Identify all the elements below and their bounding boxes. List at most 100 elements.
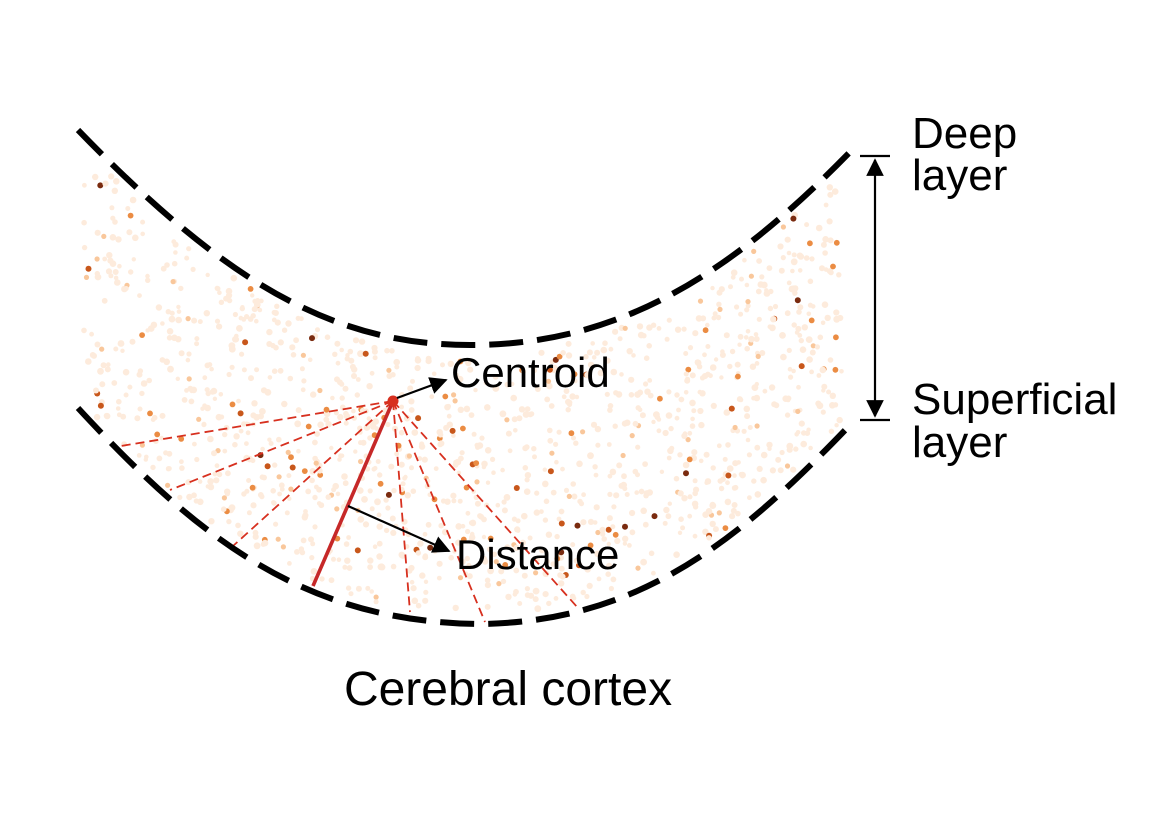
cell-dot xyxy=(406,453,412,459)
cell-dot xyxy=(815,224,823,232)
cell-dot xyxy=(171,260,178,267)
cell-dot xyxy=(451,392,457,398)
cell-dot xyxy=(698,458,704,464)
cell-dot xyxy=(351,373,357,379)
cell-dot xyxy=(542,570,550,578)
cell-dot xyxy=(705,344,711,349)
cell-dot xyxy=(573,440,579,446)
cell-dot xyxy=(411,429,419,436)
cell-dot xyxy=(580,589,586,596)
cell-dot xyxy=(253,301,261,308)
cell-dot xyxy=(103,412,110,419)
cell-dot xyxy=(524,444,530,450)
cell-dot xyxy=(662,429,669,437)
cell-dot xyxy=(286,473,292,479)
cell-dot xyxy=(218,392,224,397)
cell-dot xyxy=(779,332,786,339)
cell-dot xyxy=(109,234,117,241)
cell-dot xyxy=(465,510,471,516)
cell-dot xyxy=(155,304,163,311)
cell-dot xyxy=(822,250,828,256)
cell-dot xyxy=(621,473,627,480)
cell-dot xyxy=(140,231,145,237)
cell-dot xyxy=(685,437,691,443)
cell-dot xyxy=(436,575,442,581)
cell-dot xyxy=(612,531,619,538)
cell-dot xyxy=(784,236,791,243)
cell-dot xyxy=(546,600,552,607)
cell-dot xyxy=(827,357,834,363)
cell-dot xyxy=(201,422,207,428)
cell-dot xyxy=(620,452,626,459)
cell-dot xyxy=(253,414,260,421)
cell-dot xyxy=(342,564,348,570)
cell-dot xyxy=(457,406,464,413)
cell-dot xyxy=(754,491,762,498)
cell-dot xyxy=(640,558,647,566)
cell-dot xyxy=(704,480,709,485)
cell-dot xyxy=(308,536,314,543)
cell-dot xyxy=(218,299,225,305)
cell-dot xyxy=(678,516,684,522)
cell-dot xyxy=(271,500,277,506)
cell-dot xyxy=(136,371,143,378)
cell-dot xyxy=(134,415,141,422)
cell-dot xyxy=(444,404,451,411)
cell-dot xyxy=(450,492,457,499)
cell-dot xyxy=(594,550,601,557)
cell-dot xyxy=(170,279,176,285)
cell-dot xyxy=(299,316,304,322)
cell-dot xyxy=(394,451,400,457)
cell-dot xyxy=(253,542,261,550)
cell-dot xyxy=(373,594,379,600)
cell-dot xyxy=(777,243,784,250)
cell-dot xyxy=(809,256,815,262)
cell-dot xyxy=(455,523,463,530)
cell-dot xyxy=(720,476,726,483)
cell-dot xyxy=(181,397,188,403)
cell-dot xyxy=(355,377,361,382)
cell-dot xyxy=(814,344,821,350)
cell-dot xyxy=(277,367,284,374)
cell-dot xyxy=(769,324,776,332)
cell-dot xyxy=(738,311,744,317)
cell-dot xyxy=(312,439,318,446)
cell-dot xyxy=(687,345,694,351)
cell-dot xyxy=(385,505,391,511)
cell-dot xyxy=(631,353,636,358)
cell-dot xyxy=(732,460,739,467)
superficial-boundary xyxy=(75,405,853,628)
cell-dot xyxy=(659,469,665,474)
cell-dot xyxy=(300,387,306,393)
cell-dot xyxy=(343,412,351,420)
cell-dot xyxy=(766,441,773,449)
cell-dot xyxy=(674,392,680,398)
cell-dot xyxy=(742,257,747,263)
cell-dot xyxy=(465,528,471,535)
cell-dot xyxy=(502,562,509,568)
cell-dot xyxy=(644,388,651,395)
cell-dot xyxy=(820,409,826,415)
cell-dot xyxy=(377,480,384,487)
cell-dot xyxy=(147,410,153,417)
cell-dot xyxy=(247,316,254,322)
cell-dot xyxy=(467,366,474,373)
cell-dot xyxy=(85,358,92,365)
cell-dot xyxy=(313,460,319,466)
cell-dot xyxy=(409,465,414,471)
cell-dot xyxy=(491,470,496,476)
cell-dot xyxy=(820,241,827,248)
cell-dot xyxy=(353,449,358,454)
cell-dot xyxy=(241,491,247,497)
cell-dot xyxy=(281,400,288,408)
cell-dot xyxy=(720,349,725,354)
cell-dot xyxy=(719,375,724,380)
cell-dot xyxy=(698,421,705,429)
cell-dot xyxy=(113,178,120,185)
cell-dot xyxy=(81,219,87,226)
cell-dot xyxy=(622,535,629,542)
cell-dot xyxy=(372,544,378,549)
cell-dot xyxy=(177,494,183,500)
cell-dot xyxy=(247,286,254,292)
cell-dot xyxy=(662,520,668,526)
